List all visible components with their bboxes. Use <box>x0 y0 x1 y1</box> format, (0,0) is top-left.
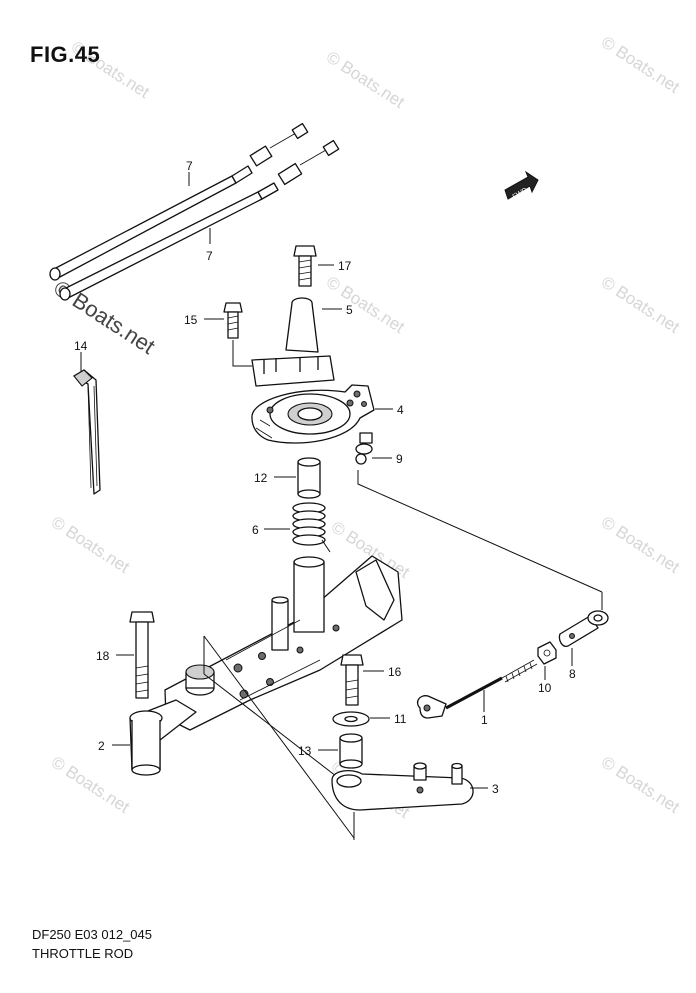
part-9-ball-joint <box>355 432 373 465</box>
part-11-washer <box>332 711 370 727</box>
part-15-bolt <box>223 302 243 339</box>
part-17-bolt <box>293 245 317 287</box>
part-3-lever <box>331 762 474 811</box>
part-13-collar <box>339 733 363 769</box>
part-12-collar <box>297 457 321 499</box>
figure-title: FIG.45 <box>30 42 101 67</box>
callout-7-lower: 7 <box>206 249 213 263</box>
watermark: © Boats.net <box>598 512 683 577</box>
callout-11: 11 <box>394 712 407 726</box>
watermark: © Boats.net <box>598 752 683 817</box>
callout-3: 3 <box>492 782 499 796</box>
callout-5: 5 <box>346 303 353 317</box>
callout-14: 14 <box>74 339 88 353</box>
forward-direction-icon: FWD <box>504 170 539 201</box>
callout-13: 13 <box>298 744 312 758</box>
part-2-arm <box>129 699 197 776</box>
callout-10: 10 <box>538 681 552 695</box>
diagram-name: THROTTLE ROD <box>32 946 134 961</box>
callout-15: 15 <box>184 313 198 327</box>
part-16-bolt <box>340 654 364 706</box>
part-18-bolt <box>129 611 155 699</box>
watermark: © Boats.net <box>323 47 408 112</box>
part-6-spring <box>292 502 331 553</box>
callout-2: 2 <box>98 739 105 753</box>
watermark: © Boats.net <box>48 752 133 817</box>
throttle-bracket-assembly <box>164 555 403 731</box>
part-7-cable-upper <box>49 122 309 281</box>
part-1-throttle-rod <box>416 659 538 719</box>
callout-18: 18 <box>96 649 110 663</box>
part-10-nut <box>537 641 557 665</box>
watermark: © Boats.net <box>598 32 683 97</box>
part-8-rod-end <box>558 610 609 647</box>
watermark: © Boats.net <box>323 272 408 337</box>
part-4-throttle-cam <box>251 384 375 444</box>
callout-1: 1 <box>481 713 488 727</box>
callout-6: 6 <box>252 523 259 537</box>
callout-9: 9 <box>396 452 403 466</box>
watermark: © Boats.net <box>48 512 133 577</box>
watermark: © Boats.net <box>598 272 683 337</box>
callout-16: 16 <box>388 665 402 679</box>
callout-7-upper: 7 <box>186 159 193 173</box>
callout-labels: 1 2 3 4 5 6 7 7 8 9 10 11 12 13 14 15 16… <box>74 159 576 796</box>
callout-17: 17 <box>338 259 352 273</box>
watermarks: © Boats.net © Boats.net © Boats.net © Bo… <box>48 32 683 822</box>
callout-12: 12 <box>254 471 268 485</box>
diagram-code: DF250 E03 012_045 <box>32 927 152 942</box>
callout-4: 4 <box>397 403 404 417</box>
part-5-cable-clamp <box>251 297 335 387</box>
part-7-cable-lower <box>59 139 340 301</box>
callout-8: 8 <box>569 667 576 681</box>
part-14-cable-tie <box>73 369 101 495</box>
